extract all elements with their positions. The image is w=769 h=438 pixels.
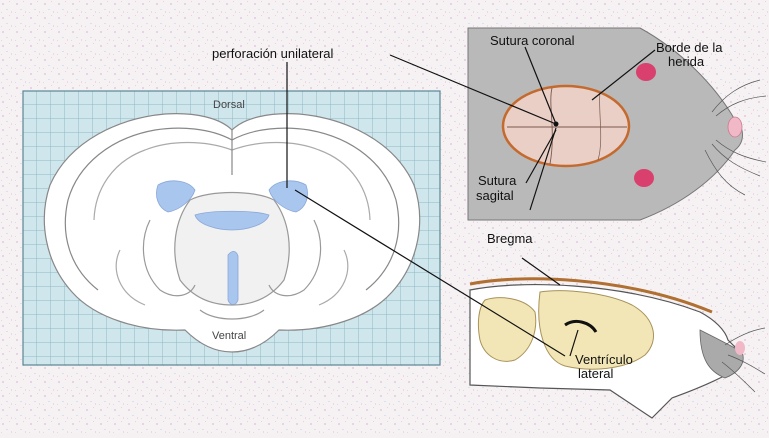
ear-upper [636, 63, 656, 81]
third-ventricle-lower [228, 251, 238, 304]
label-bregma: Bregma [487, 231, 533, 246]
ear-lower [634, 169, 654, 187]
label-sutura-sagital-line1: Sutura [478, 173, 516, 188]
label-borde-line2: herida [668, 54, 704, 69]
label-sutura-coronal: Sutura coronal [490, 33, 575, 48]
label-ventriculo-line1: Ventrículo [575, 352, 633, 367]
nose-sagittal [735, 341, 745, 355]
nose [728, 117, 742, 137]
label-ventral: Ventral [212, 329, 246, 344]
label-perforacion: perforación unilateral [212, 46, 333, 61]
label-dorsal: Dorsal [213, 98, 245, 113]
label-ventriculo-line2: lateral [578, 366, 613, 381]
label-borde-line1: Borde de la [656, 40, 723, 55]
coronal-section-panel [23, 91, 440, 365]
label-sutura-sagital-line2: sagital [476, 188, 514, 203]
skull-window [503, 86, 629, 166]
